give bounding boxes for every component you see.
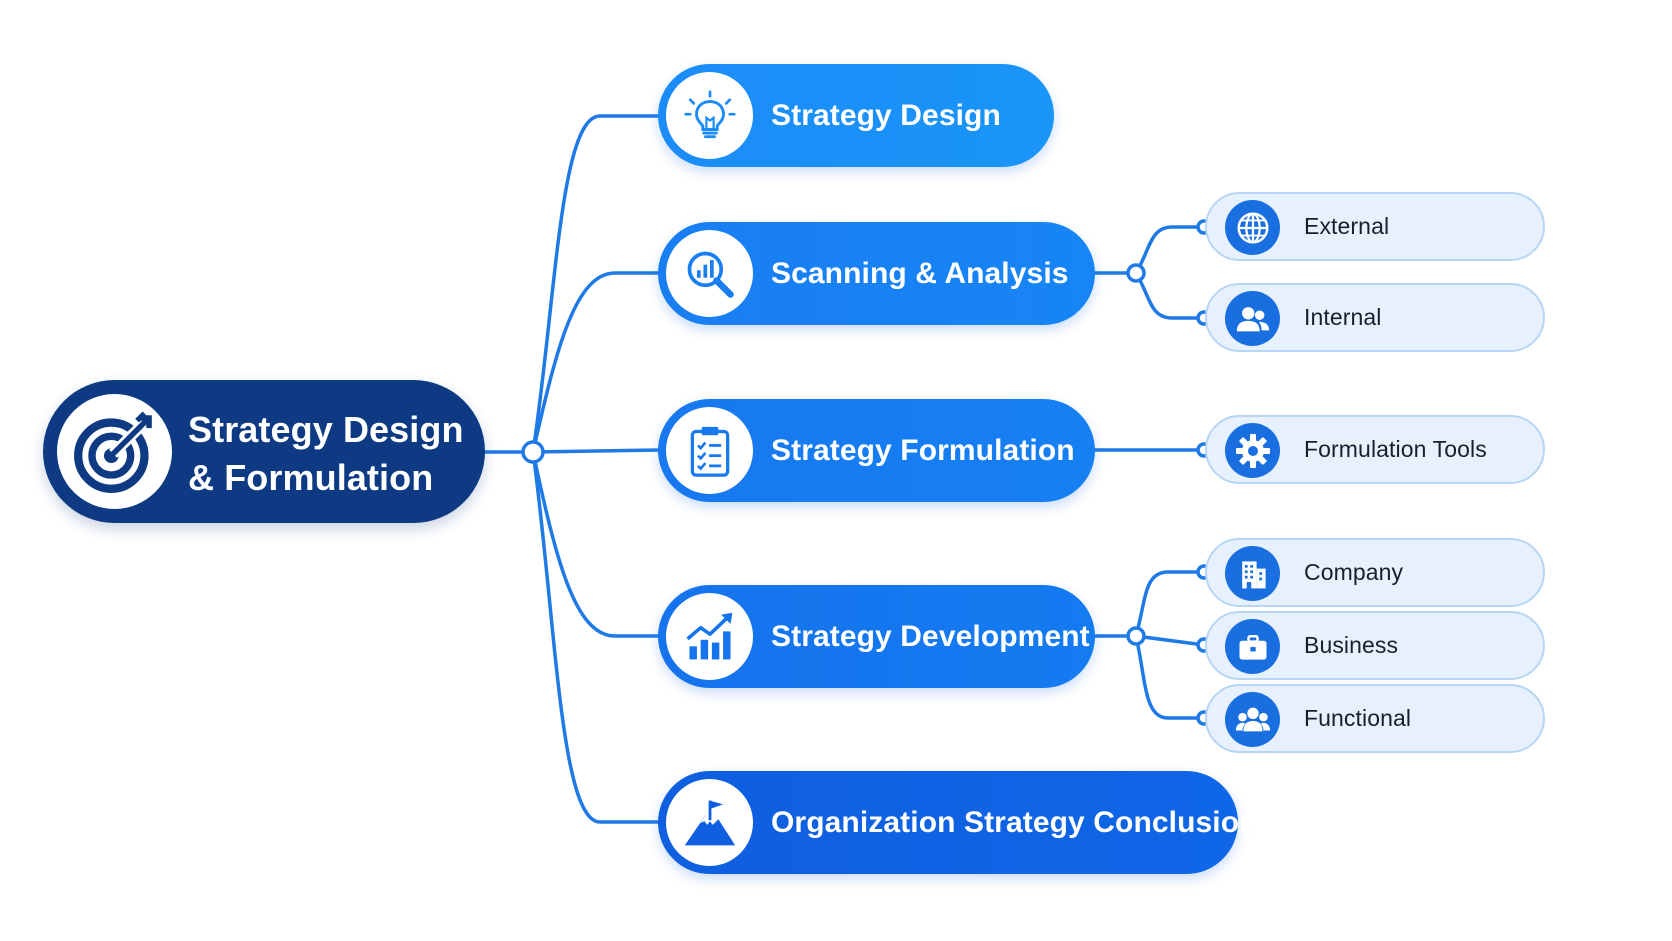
- leaf-label: Formulation Tools: [1304, 436, 1487, 462]
- globe-icon: [1225, 200, 1280, 255]
- branch-label: Strategy Development: [771, 620, 1090, 653]
- leaf-internal[interactable]: Internal: [1205, 283, 1545, 352]
- branch-strategy-design[interactable]: Strategy Design: [658, 64, 1054, 167]
- leaf-business[interactable]: Business: [1205, 611, 1545, 680]
- clipboard-checklist-icon: [666, 407, 753, 494]
- leaf-label: External: [1304, 213, 1390, 239]
- connector-organization-strategy: [531, 450, 662, 824]
- connector-external: [1134, 225, 1206, 275]
- connector-scanning-analysis: [531, 271, 662, 454]
- building-icon: [1225, 546, 1280, 601]
- connector-strategy-design: [531, 114, 662, 454]
- leaf-company[interactable]: Company: [1205, 538, 1545, 607]
- connector-strategy-formulation: [531, 448, 662, 454]
- root-node[interactable]: Strategy Design & Formulation: [43, 380, 485, 523]
- leaf-functional[interactable]: Functional: [1205, 684, 1545, 753]
- lightbulb-icon: [666, 72, 753, 159]
- connector-company: [1134, 570, 1206, 638]
- connector-business: [1134, 634, 1206, 647]
- branch-scanning-analysis[interactable]: Scanning & Analysis: [658, 222, 1095, 325]
- magnifier-chart-icon: [666, 230, 753, 317]
- branch-organization-strategy-conclusion[interactable]: Organization Strategy Conclusion: [658, 771, 1257, 874]
- leaf-formulation-tools[interactable]: Formulation Tools: [1205, 415, 1545, 484]
- leaf-label: Functional: [1304, 705, 1412, 731]
- root-label: Strategy Design & Formulation: [188, 406, 464, 502]
- branch-label: Organization Strategy Conclusion: [771, 806, 1258, 839]
- briefcase-icon: [1225, 619, 1280, 674]
- root-label-line1: Strategy Design: [188, 409, 464, 450]
- root-label-line2: & Formulation: [188, 457, 434, 498]
- leaf-label: Internal: [1304, 304, 1382, 330]
- target-arrow-icon: [57, 394, 172, 509]
- leaf-label: Business: [1304, 632, 1399, 658]
- connector-internal: [1134, 271, 1206, 320]
- team-icon: [1225, 692, 1280, 747]
- branch-strategy-formulation[interactable]: Strategy Formulation: [658, 399, 1095, 502]
- leaf-label: Company: [1304, 559, 1404, 585]
- connector-strategy-development: [531, 450, 662, 638]
- people-icon: [1225, 291, 1280, 346]
- growth-chart-icon: [666, 593, 753, 680]
- branch-strategy-development[interactable]: Strategy Development: [658, 585, 1095, 688]
- leaf-external[interactable]: External: [1205, 192, 1545, 261]
- mountain-flag-icon: [666, 779, 753, 866]
- connector-functional: [1134, 634, 1206, 720]
- scanning-hub-dot: [1126, 263, 1146, 283]
- branch-label: Strategy Formulation: [771, 434, 1075, 467]
- development-hub-dot: [1126, 626, 1146, 646]
- branch-label: Scanning & Analysis: [771, 257, 1069, 290]
- branch-label: Strategy Design: [771, 99, 1001, 132]
- hub-dot: [521, 440, 545, 464]
- gear-icon: [1225, 423, 1280, 478]
